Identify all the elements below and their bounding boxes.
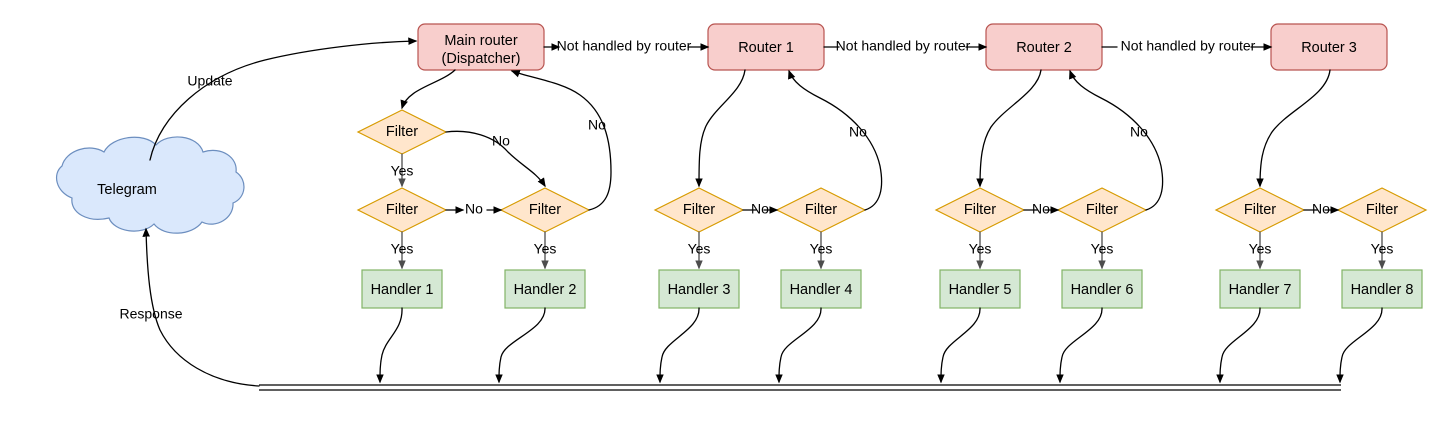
- edge-label-yes-8: Yes: [1249, 241, 1272, 257]
- edge-handler7-to-collector: [1216, 307, 1261, 384]
- edge-handler4-to-collector: [775, 307, 822, 384]
- handler-3-node[interactable]: Handler 3: [658, 269, 740, 309]
- edge-filter3-no-return: [510, 70, 612, 211]
- handler-1-node[interactable]: Handler 1: [361, 269, 443, 309]
- edge-label-no-5: No: [849, 124, 867, 140]
- edge-label-no-8: No: [1312, 201, 1330, 217]
- edge-label-no-7: No: [1130, 124, 1148, 140]
- filter-4-label: Filter: [683, 202, 715, 218]
- edge-filter7-no-return: [1069, 69, 1164, 211]
- edge-label-yes-3: Yes: [534, 241, 557, 257]
- edge-response-line: [142, 227, 260, 387]
- handler-2-node[interactable]: Handler 2: [504, 269, 586, 309]
- router-1-node[interactable]: Router 1: [707, 23, 825, 71]
- telegram-label: Telegram: [97, 182, 157, 198]
- filter-2-label: Filter: [386, 202, 418, 218]
- edge-handler6-to-collector: [1056, 307, 1103, 384]
- edge-label-not-handled-2: Not handled by router: [836, 38, 971, 54]
- filter-8-label: Filter: [1244, 202, 1276, 218]
- main-router-node[interactable]: Main router (Dispatcher): [417, 23, 545, 71]
- filter-5-label: Filter: [805, 202, 837, 218]
- handler-6-label: Handler 6: [1071, 282, 1134, 298]
- edge-label-yes-4: Yes: [688, 241, 711, 257]
- edge-filter5-no-return: [788, 69, 883, 211]
- filter-7-node[interactable]: Filter: [1056, 187, 1148, 233]
- router-2-node[interactable]: Router 2: [985, 23, 1103, 71]
- edge-handler1-to-collector: [376, 307, 403, 384]
- edge-handler3-to-collector: [656, 307, 700, 384]
- filter-7-label: Filter: [1086, 202, 1118, 218]
- filter-6-node[interactable]: Filter: [934, 187, 1026, 233]
- filter-3-node[interactable]: Filter: [499, 187, 591, 233]
- filter-2-node[interactable]: Filter: [356, 187, 448, 233]
- main-router-label-line2: (Dispatcher): [442, 51, 521, 67]
- collector-bar: [259, 384, 1341, 391]
- handler-7-node[interactable]: Handler 7: [1219, 269, 1301, 309]
- edge-label-yes-5: Yes: [810, 241, 833, 257]
- edge-label-not-handled-1: Not handled by router: [557, 38, 692, 54]
- edge-label-yes-7: Yes: [1091, 241, 1114, 257]
- filter-8-node[interactable]: Filter: [1214, 187, 1306, 233]
- edge-label-no-4: No: [751, 201, 769, 217]
- edge-label-update: Update: [187, 73, 232, 89]
- edge-label-no-6: No: [1032, 201, 1050, 217]
- handler-7-label: Handler 7: [1229, 282, 1292, 298]
- edge-handler5-to-collector: [937, 307, 981, 384]
- edge-label-no-3: No: [588, 117, 606, 133]
- router-1-label: Router 1: [738, 40, 794, 56]
- filter-1-node[interactable]: Filter: [356, 109, 448, 155]
- filter-9-node[interactable]: Filter: [1336, 187, 1428, 233]
- filter-3-label: Filter: [529, 202, 561, 218]
- handler-4-label: Handler 4: [790, 282, 853, 298]
- edge-main-to-filter1: [400, 69, 456, 110]
- edge-router1-to-filter4: [695, 69, 746, 188]
- filter-1-label: Filter: [386, 124, 418, 140]
- telegram-cloud: Telegram: [55, 136, 245, 234]
- edge-label-not-handled-3: Not handled by router: [1121, 38, 1256, 54]
- edge-label-yes-9: Yes: [1371, 241, 1394, 257]
- handler-4-box[interactable]: [780, 269, 862, 309]
- edge-label-no-1: No: [492, 133, 510, 149]
- handler-8-label: Handler 8: [1351, 282, 1414, 298]
- main-router-label-line1: Main router: [444, 33, 518, 49]
- handler-4-node[interactable]: Handler 4: [780, 269, 862, 309]
- filter-9-label: Filter: [1366, 202, 1398, 218]
- handler-2-label: Handler 2: [514, 282, 577, 298]
- edge-handler8-to-collector: [1336, 307, 1383, 384]
- handler-5-node[interactable]: Handler 5: [939, 269, 1021, 309]
- handler-8-box[interactable]: [1341, 269, 1423, 309]
- router-2-label: Router 2: [1016, 40, 1072, 56]
- handler-5-label: Handler 5: [949, 282, 1012, 298]
- filter-5-node[interactable]: Filter: [775, 187, 867, 233]
- handler-3-label: Handler 3: [668, 282, 731, 298]
- filter-6-label: Filter: [964, 202, 996, 218]
- edge-handler2-to-collector: [495, 307, 546, 384]
- edge-update-line: [149, 37, 418, 161]
- edge-filter1-no: [445, 130, 546, 188]
- handler-1-label: Handler 1: [371, 282, 434, 298]
- edge-label-yes-6: Yes: [969, 241, 992, 257]
- edge-router2-to-filter6: [976, 69, 1042, 188]
- edge-label-yes-1: Yes: [391, 163, 414, 179]
- filter-4-node[interactable]: Filter: [653, 187, 745, 233]
- handler-8-node[interactable]: Handler 8: [1341, 269, 1423, 309]
- edge-label-yes-2: Yes: [391, 241, 414, 257]
- handler-3-box[interactable]: [658, 269, 740, 309]
- edge-label-response: Response: [119, 306, 182, 322]
- router-3-label: Router 3: [1301, 40, 1357, 56]
- edge-label-no-2: No: [465, 201, 483, 217]
- handler-6-node[interactable]: Handler 6: [1061, 269, 1143, 309]
- cloud-shape: [55, 136, 245, 234]
- handler-6-box[interactable]: [1061, 269, 1143, 309]
- router-3-node[interactable]: Router 3: [1270, 23, 1388, 71]
- edge-router3-to-filter8: [1256, 69, 1331, 188]
